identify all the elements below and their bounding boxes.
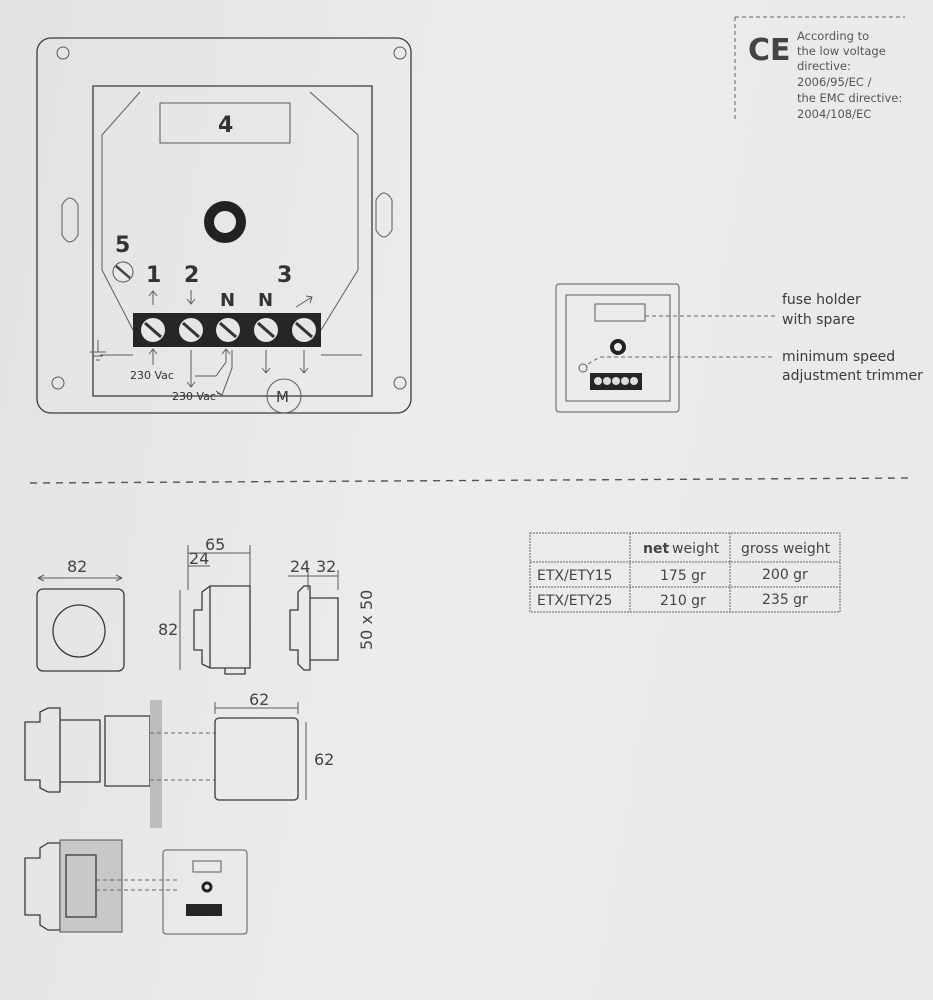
front-view: [36, 588, 125, 672]
fuse-trimmer-callout-diagram: fuse holder with spare minimum speed adj…: [555, 283, 923, 413]
box-height-dim: 62: [314, 750, 334, 769]
trimmer-callout: minimum speed: [782, 349, 895, 365]
final-mount-side-view: [24, 842, 61, 931]
side-front-dim: 24: [189, 549, 209, 568]
wall-section: [59, 839, 123, 933]
dimension-line: [288, 570, 339, 590]
dimension-line: [214, 702, 307, 800]
section-divider: [29, 477, 913, 484]
final-knob-ring: [201, 881, 213, 893]
table-header-weight: weight: [672, 541, 720, 557]
ce-text-line: 2006/95/EC /: [797, 75, 872, 89]
front-knob: [52, 604, 106, 658]
ce-box-border: [734, 16, 905, 122]
motor-label: M: [276, 388, 289, 406]
fuse-holder-callout: with spare: [782, 312, 855, 328]
ce-text-line: directive:: [797, 59, 851, 73]
final-terminal-block: [186, 904, 222, 916]
weight-table: net weight gross weight ETX/ETY15 175 gr…: [529, 532, 841, 613]
inner-frame: [92, 85, 373, 397]
table-header-net: net: [643, 541, 669, 557]
fuse-holder: [159, 102, 291, 144]
profile-back-dim: 32: [316, 557, 336, 576]
mounted-side-view: [24, 707, 151, 793]
side-height-dim: 82: [158, 620, 178, 639]
dimension-line: [37, 574, 123, 582]
final-fuse-holder: [192, 860, 222, 873]
table-grid: [529, 532, 841, 613]
box-width-dim: 62: [249, 690, 269, 709]
terminal-label: N: [258, 290, 273, 311]
device-knob-ring: [610, 339, 626, 355]
final-device-plate: [162, 849, 248, 935]
device-fuse-holder: [594, 303, 646, 322]
supply-label: 230 Vac: [172, 390, 216, 403]
alignment-line: [150, 732, 215, 781]
wall-plate-outline: [36, 37, 412, 414]
screw-hole: [393, 46, 407, 60]
wiring-arrows: [148, 348, 309, 396]
table-cell: 175 gr: [660, 568, 706, 584]
terminal-arrows: [148, 290, 313, 308]
screw-hole: [51, 376, 65, 390]
terminal-label: 3: [277, 263, 292, 288]
table-cell: 210 gr: [660, 593, 706, 609]
mounting-slot: [61, 192, 393, 243]
profile-view: [289, 585, 339, 671]
ce-text-line: 2004/108/EC: [797, 107, 871, 121]
callout-leaders: [587, 315, 775, 365]
terminal-label: 2: [184, 263, 199, 288]
supply-label: 230 Vac: [130, 369, 174, 382]
wall-box: [214, 717, 299, 801]
inner-octagon: [101, 91, 359, 331]
wall-section: [150, 700, 162, 828]
side-view: [193, 585, 251, 675]
wiring-diagram: 4 5 1 2 N N 3 230 Vac 230 Vac M: [36, 37, 412, 414]
table-header-gross: gross weight: [741, 541, 831, 557]
dimension-line: [179, 545, 251, 670]
side-depth-dim: 65: [205, 535, 225, 554]
table-cell: 200 gr: [762, 567, 808, 583]
fuse-holder-callout: fuse holder: [782, 292, 861, 308]
ce-text-line: According to: [797, 29, 869, 43]
terminal-screws: [141, 318, 316, 342]
alignment-line: [96, 879, 180, 891]
trimmer-label: 5: [115, 233, 130, 258]
table-cell: ETX/ETY25: [537, 593, 612, 609]
profile-front-dim: 24: [290, 557, 310, 576]
table-cell: 235 gr: [762, 592, 808, 608]
profile-box-dim: 50 x 50: [357, 590, 376, 650]
front-width-dim: 82: [67, 557, 87, 576]
motor-symbol: [266, 378, 302, 414]
screw-hole: [393, 376, 407, 390]
knob-shaft-ring: [204, 201, 246, 243]
ce-text-line: the low voltage: [797, 44, 886, 58]
device-trimmer: [578, 363, 588, 373]
mounted-box: [65, 854, 97, 918]
table-cell: ETX/ETY15: [537, 568, 612, 584]
ce-text-line: the EMC directive:: [797, 91, 902, 105]
terminal-label: 1: [146, 263, 161, 288]
device-plate: [555, 283, 680, 413]
screw-hole: [56, 46, 70, 60]
device-inner: [565, 294, 671, 402]
dimension-drawings: 82 65 24 82 24 32 50 x 50 62 62: [24, 535, 376, 935]
fuse-label: 4: [218, 113, 233, 138]
terminal-label: N: [220, 290, 235, 311]
ce-mark: CE: [748, 33, 791, 68]
trimmer-callout: adjustment trimmer: [782, 368, 923, 384]
ce-notice: CE According to the low voltage directiv…: [734, 16, 905, 122]
ground-icon: [90, 340, 106, 361]
